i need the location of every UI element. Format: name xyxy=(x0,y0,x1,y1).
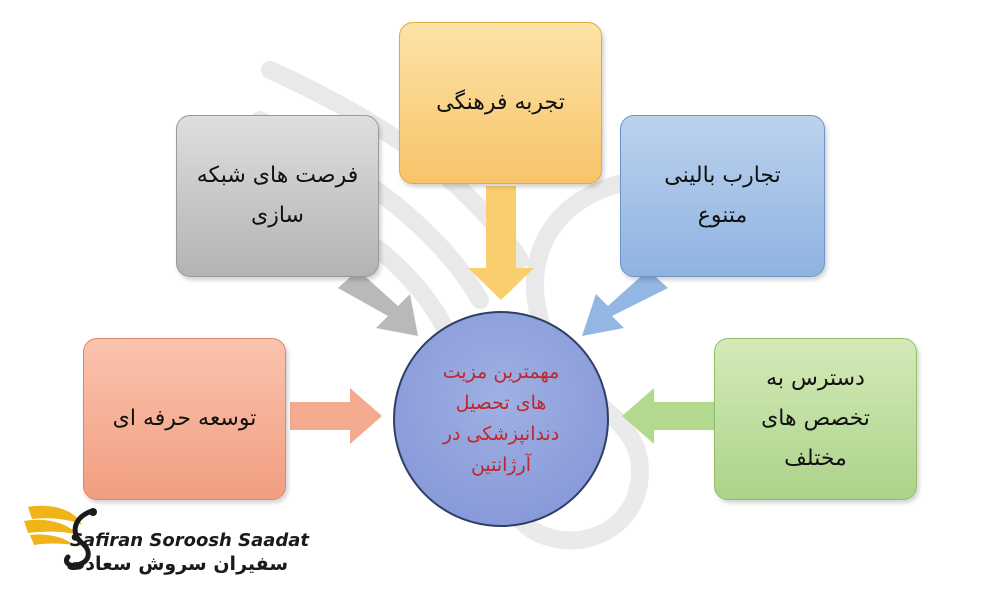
node-clinical-experience: تجارب بالینی متنوع xyxy=(620,115,825,277)
node-professional-development: توسعه حرفه ای xyxy=(83,338,286,500)
brand-name-en: Safiran Soroosh Saadat xyxy=(70,530,310,551)
brand-name-fa: سفیران سروش سعادت xyxy=(66,553,288,575)
center-label: مهمترین مزیت xyxy=(442,361,560,383)
arrow-top-right xyxy=(582,270,668,336)
arrow-right xyxy=(622,388,714,444)
brand-logo-icon xyxy=(24,505,97,568)
node-cultural-experience: تجربه فرهنگی xyxy=(399,22,602,184)
node-label: تجارب بالینی xyxy=(664,163,781,188)
arrow-left xyxy=(290,388,382,444)
node-label: توسعه حرفه ای xyxy=(112,406,257,431)
node-label: فرصت های شبکه xyxy=(196,163,359,188)
node-label: دسترس به xyxy=(766,366,865,391)
node-label: تجربه فرهنگی xyxy=(436,90,565,115)
node-label: مختلف xyxy=(784,446,847,471)
center-label: دندانپزشکی در xyxy=(442,423,560,445)
arrow-top-left xyxy=(338,270,418,336)
node-networking-opportunities: فرصت های شبکه سازی xyxy=(176,115,379,277)
center-node: مهمترین مزیت های تحصیل دندانپزشکی در آرژ… xyxy=(393,311,609,527)
node-label: تخصص های xyxy=(761,406,870,431)
node-label: متنوع xyxy=(697,203,748,228)
center-label: آرژانتین xyxy=(470,454,532,476)
node-specialty-access: دسترس به تخصص های مختلف xyxy=(714,338,917,500)
arrow-top xyxy=(468,186,534,300)
center-label: های تحصیل xyxy=(455,392,547,414)
node-label: سازی xyxy=(251,203,304,228)
